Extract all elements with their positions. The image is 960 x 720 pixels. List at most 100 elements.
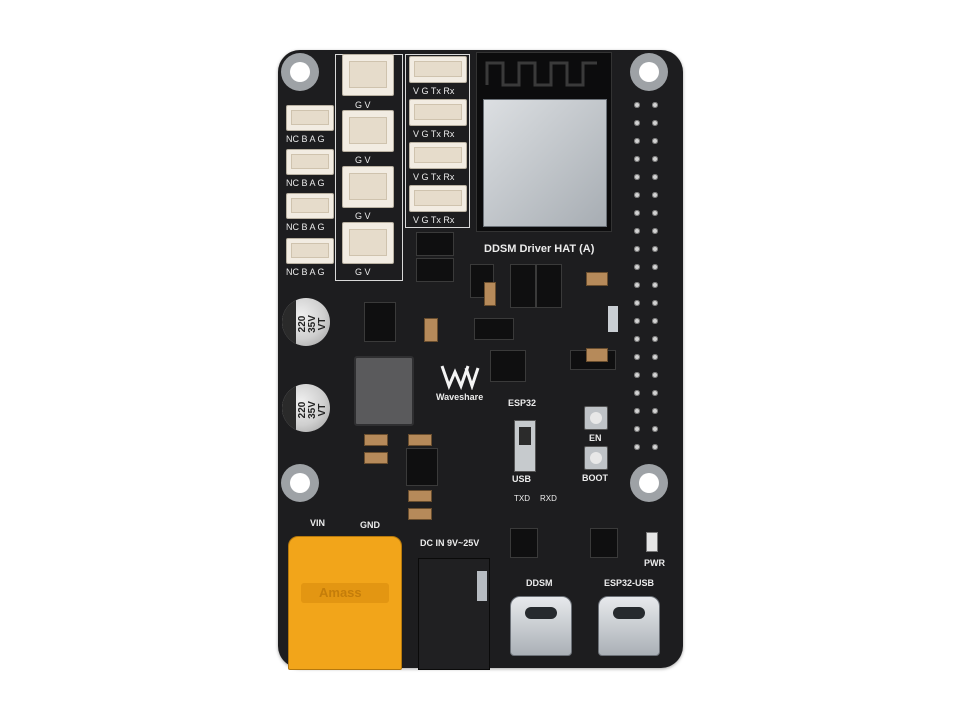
esp32-usb-switch[interactable]	[514, 420, 536, 472]
header-pin	[652, 300, 658, 306]
gv-connector-4	[342, 222, 394, 264]
ic-chip-9	[406, 448, 438, 486]
esp32-usb-c-port[interactable]	[598, 596, 660, 656]
smd-component-5	[408, 490, 432, 502]
ncbag-connector-3	[286, 193, 334, 219]
esp32-shield-can	[483, 99, 607, 227]
header-pin	[652, 372, 658, 378]
header-pin	[652, 426, 658, 432]
xt60-brand: Amass	[319, 585, 362, 600]
header-pin	[652, 228, 658, 234]
header-pin	[634, 426, 640, 432]
ncbag-connector-2	[286, 149, 334, 175]
header-pin	[634, 318, 640, 324]
header-pin	[652, 390, 658, 396]
rxd-label: RXD	[540, 494, 557, 503]
header-pin	[634, 246, 640, 252]
vgtxrx-label-4: V G Tx Rx	[413, 215, 455, 225]
header-pin	[634, 336, 640, 342]
header-pin	[652, 138, 658, 144]
dc-barrel-jack[interactable]	[418, 558, 490, 670]
gv-label-2: G V	[355, 155, 371, 165]
brand-label: Waveshare	[436, 392, 484, 402]
board-title: DDSM Driver HAT (A)	[484, 243, 595, 255]
smd-pad-1	[608, 306, 618, 332]
ddsm-usb-c-port[interactable]	[510, 596, 572, 656]
vgtxrx-connector-4	[409, 185, 467, 212]
header-pin	[652, 246, 658, 252]
xt60-ridge	[301, 583, 389, 603]
header-pin	[634, 354, 640, 360]
pwr-label: PWR	[644, 558, 665, 568]
header-pin	[634, 210, 640, 216]
gpio-header	[630, 102, 670, 464]
header-pin	[652, 354, 658, 360]
gv-label-3: G V	[355, 211, 371, 221]
ic-chip-1	[416, 232, 454, 256]
ic-chip-8	[490, 350, 526, 382]
header-pin	[652, 282, 658, 288]
smd-component-1	[424, 318, 438, 342]
ic-chip-5	[536, 264, 562, 308]
header-pin	[634, 444, 640, 450]
vgtxrx-connector-3	[409, 142, 467, 169]
header-pin	[634, 300, 640, 306]
gnd-label: GND	[360, 520, 380, 530]
header-pin	[634, 264, 640, 270]
vin-label: VIN	[310, 518, 326, 528]
header-pin	[634, 156, 640, 162]
ncbag-label-1: NC B A G	[286, 134, 325, 144]
pwr-led	[646, 532, 658, 552]
boot-label: BOOT	[582, 473, 608, 483]
txd-label: TXD	[514, 494, 530, 503]
ncbag-connector-4	[286, 238, 334, 264]
gv-connector-1	[342, 54, 394, 96]
header-pin	[652, 210, 658, 216]
ncbag-label-2: NC B A G	[286, 178, 325, 188]
header-pin	[634, 102, 640, 108]
smd-component-4	[408, 434, 432, 446]
header-pin	[634, 282, 640, 288]
dc-jack-pin	[477, 571, 487, 601]
ic-chip-11	[590, 528, 618, 558]
dc-in-label: DC IN 9V~25V	[420, 538, 480, 548]
header-pin	[634, 120, 640, 126]
header-pin	[652, 120, 658, 126]
header-pin	[652, 444, 658, 450]
header-pin	[634, 390, 640, 396]
vgtxrx-label-3: V G Tx Rx	[413, 172, 455, 182]
smd-component-6	[408, 508, 432, 520]
vgtxrx-connector-2	[409, 99, 467, 126]
ic-chip-10	[510, 528, 538, 558]
header-pin	[652, 318, 658, 324]
vgtxrx-label-1: V G Tx Rx	[413, 86, 455, 96]
ic-chip-4	[510, 264, 536, 308]
power-inductor	[354, 356, 414, 426]
waveshare-logo-icon	[440, 365, 480, 390]
ncbag-label-3: NC B A G	[286, 222, 325, 232]
gv-connector-3	[342, 166, 394, 208]
ddsm-label: DDSM	[526, 578, 553, 588]
vgtxrx-connector-1	[409, 56, 467, 83]
antenna-trace-icon	[485, 61, 597, 87]
gv-label-1: G V	[355, 100, 371, 110]
xt60-power-connector[interactable]: Amass	[288, 536, 402, 670]
header-pin	[652, 174, 658, 180]
pcb-board: NC B A G NC B A G NC B A G NC B A G G V …	[278, 50, 683, 670]
en-button[interactable]	[584, 406, 608, 430]
esp32-label: ESP32	[508, 398, 537, 408]
header-pin	[652, 192, 658, 198]
gv-connector-2	[342, 110, 394, 152]
usb-label: USB	[512, 474, 532, 484]
header-pin	[652, 156, 658, 162]
boot-button[interactable]	[584, 446, 608, 470]
gv-label-4: G V	[355, 267, 371, 277]
ic-chip-6	[474, 318, 514, 340]
header-pin	[634, 372, 640, 378]
header-pin	[634, 228, 640, 234]
switch-knob[interactable]	[519, 427, 531, 445]
